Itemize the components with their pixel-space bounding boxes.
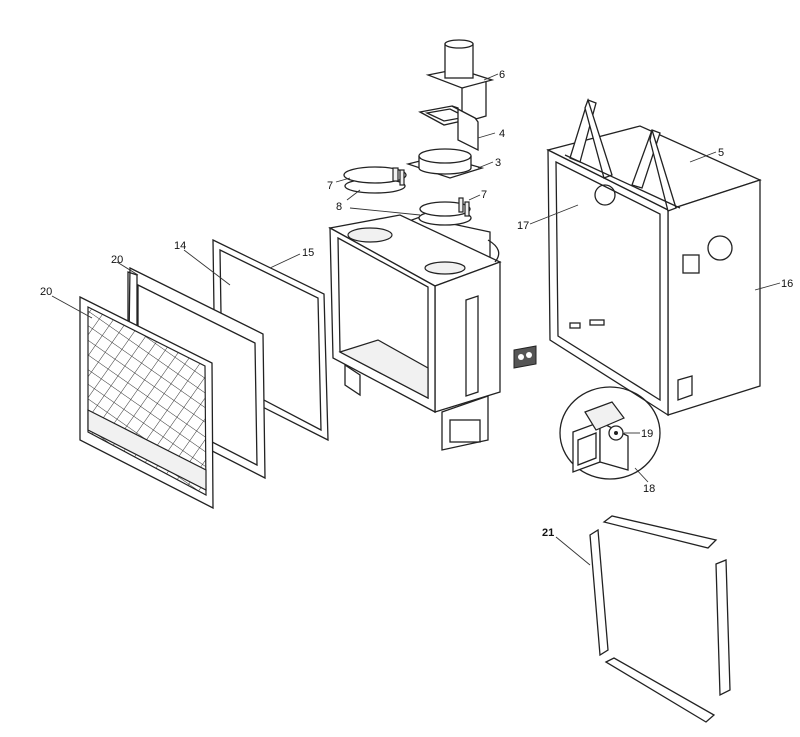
callout-6: 6 (499, 69, 505, 81)
part-7-damper-left (343, 166, 407, 194)
callout-leaders (51, 73, 781, 566)
callout-5: 5 (718, 147, 724, 159)
part-21-trim-kit (589, 515, 731, 723)
callout-16: 16 (781, 278, 793, 290)
callout-7-right: 7 (481, 189, 487, 201)
electrical-outlet (513, 345, 537, 369)
part-16-outer-casing (546, 125, 762, 417)
part-5-support-braces (564, 98, 681, 212)
callout-3: 3 (495, 157, 501, 169)
callout-20-screen: 20 (40, 286, 52, 298)
callout-20-frame: 20 (111, 254, 123, 266)
part-4-adapter-frame (418, 105, 479, 152)
callout-21: 21 (542, 527, 554, 539)
callout-17: 17 (517, 220, 529, 232)
callout-19: 19 (641, 428, 653, 440)
part-20-mesh-screen (79, 295, 214, 510)
part-3-collar (405, 148, 485, 179)
firebox-assembly (328, 214, 502, 451)
callout-labels: 6 4 3 7 8 7 5 17 16 14 15 20 20 19 18 21 (40, 69, 793, 539)
callout-15: 15 (302, 247, 314, 259)
part-6-flue-pipe (425, 39, 495, 124)
callout-14: 14 (174, 240, 186, 252)
callout-7-left: 7 (327, 180, 333, 192)
callout-4: 4 (499, 128, 505, 140)
part-18-blower-detail (559, 386, 661, 480)
callout-8: 8 (336, 201, 342, 213)
callout-18: 18 (643, 483, 655, 495)
